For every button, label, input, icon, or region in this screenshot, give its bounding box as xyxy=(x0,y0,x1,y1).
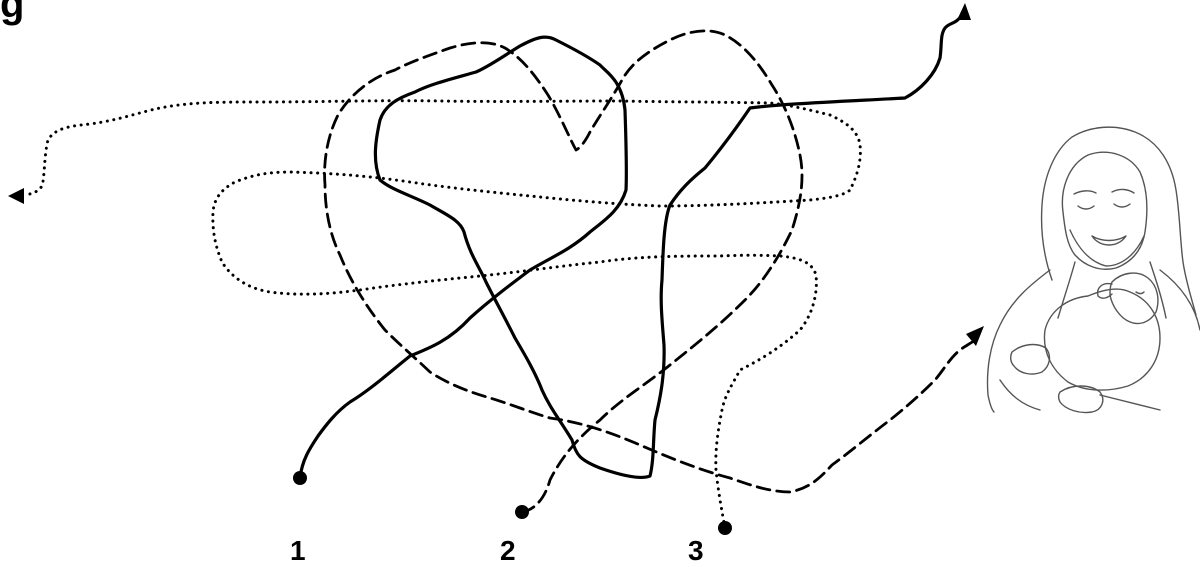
shepherd-collar xyxy=(1058,262,1166,318)
shepherd-holding-lamb-figure xyxy=(988,127,1200,412)
shepherd-left-eye xyxy=(1078,206,1094,209)
lamb-head xyxy=(1110,273,1158,323)
path-3-dotted xyxy=(8,101,860,535)
shepherd-right-eye xyxy=(1114,204,1130,207)
path-2-line xyxy=(325,31,975,512)
path-1-solid xyxy=(293,3,971,485)
shepherd-lower-hand xyxy=(1059,386,1103,413)
path-number-3: 3 xyxy=(688,537,704,565)
lamb-eye xyxy=(1136,292,1144,294)
shepherd-sleeve xyxy=(1000,380,1160,410)
path-3-arrowhead xyxy=(8,188,24,204)
path-number-2: 2 xyxy=(500,537,516,565)
shepherd-right-brow xyxy=(1112,189,1134,193)
shepherd-robe-left xyxy=(988,270,1051,412)
path-1-arrowhead xyxy=(957,3,971,20)
path-3-line xyxy=(24,101,860,528)
path-3-start-dot xyxy=(718,521,732,535)
shepherd-left-brow xyxy=(1074,191,1096,194)
path-number-1: 1 xyxy=(290,537,306,565)
shepherd-smile xyxy=(1092,236,1126,245)
shepherd-robe-right xyxy=(1160,270,1200,330)
path-2-start-dot xyxy=(515,505,529,519)
shepherd-left-hand xyxy=(1011,345,1050,374)
path-1-line xyxy=(300,15,962,478)
path-1-start-dot xyxy=(293,471,307,485)
